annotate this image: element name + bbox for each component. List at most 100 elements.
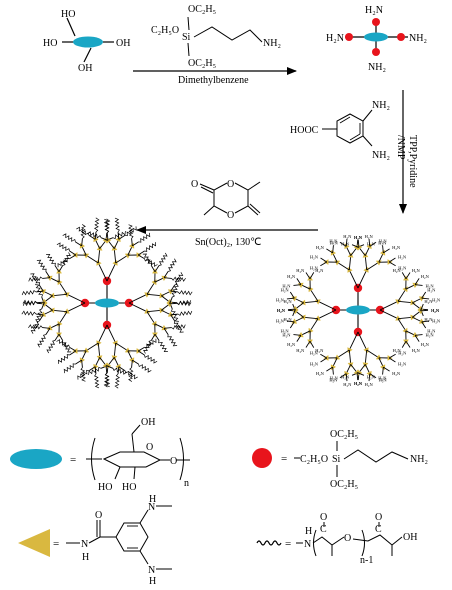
branch-triangle (363, 347, 369, 353)
pla-chain (87, 231, 102, 239)
branch-bond (421, 321, 427, 329)
branch-triangle (167, 289, 174, 295)
branch-bond (132, 359, 139, 365)
branch-bond (379, 309, 399, 320)
branch-bond (357, 239, 360, 248)
branch-bond (364, 364, 371, 374)
branch-bond (66, 302, 86, 313)
hydroxyl-label: HO (61, 9, 75, 20)
branch-bond (85, 254, 99, 264)
terminal-amine: H₂N (378, 376, 387, 381)
terminal-amine: H₂N (392, 371, 401, 376)
pla-chain (125, 226, 137, 237)
terminal-amine: H₂N (426, 284, 435, 289)
silane-top-group: OC₂H₅ (188, 4, 216, 15)
branch-bond (161, 295, 170, 303)
repeat-subscript: n-1 (360, 555, 373, 566)
terminal-amine: H₂N (284, 317, 293, 322)
branch-bond (113, 239, 120, 249)
branch-bond (356, 372, 359, 381)
silane-reagent: OC₂H₅ C₂H₅O Si OC₂H₅ NH₂ (151, 4, 281, 69)
amine-label: NH₂ (409, 33, 427, 44)
branch-bond (345, 246, 352, 256)
pla-chain (128, 224, 134, 239)
branch-bond (45, 271, 51, 278)
terminal-amine: H₂N (341, 374, 350, 379)
hydroxyl-label: HO (122, 482, 136, 493)
branch-triangle (308, 286, 314, 293)
branch-bond (154, 333, 160, 341)
branch-triangle (417, 309, 424, 315)
branch-triangle (79, 357, 85, 364)
amide-oxygen: O (95, 510, 102, 521)
amide-nitrogen-top: N (148, 502, 155, 513)
step2-label-line2: /NMP (395, 135, 406, 160)
branch-bond (54, 333, 60, 341)
pla-chain (168, 258, 177, 272)
terminal-amine: H₂N (277, 308, 286, 313)
terminal-amine: H₂N (412, 268, 421, 273)
branch-bond (69, 346, 77, 352)
silane-left-group: C₂H₅O (151, 25, 179, 36)
pla-chain (30, 320, 40, 334)
branch-bond (170, 284, 176, 292)
branch-bond (332, 357, 338, 368)
branch-bond (35, 290, 44, 293)
core-ellipse (95, 298, 119, 308)
terminal-amine: H₂N (329, 377, 338, 382)
branch-bond (289, 321, 295, 329)
branch-bond (66, 293, 86, 304)
branch-bond (127, 350, 133, 361)
branch-bond (296, 278, 302, 285)
branch-bond (106, 324, 117, 344)
aminated-core: H₂N H₂N NH₂ NH₂ (326, 5, 427, 73)
branch-bond (81, 360, 83, 368)
branch-bond (364, 255, 368, 271)
amine-label: NH₂ (372, 100, 390, 111)
branch-bond (69, 350, 77, 356)
branch-bond (99, 240, 107, 249)
amine-label: H₂N (326, 33, 344, 44)
branch-triangle (334, 260, 341, 266)
branch-triangle (334, 354, 341, 360)
branch-triangle (129, 242, 135, 249)
branch-triangle (375, 354, 382, 360)
pla-carbonyl-oxygen: O (320, 512, 327, 523)
branch-triangle (412, 332, 419, 338)
branch-bond (339, 373, 347, 379)
branch-bond (317, 309, 337, 320)
branch-bond (364, 349, 368, 365)
silane-bottom-group: OC₂H₅ (188, 58, 216, 69)
branch-triangle (347, 347, 353, 353)
branch-triangle (93, 363, 99, 370)
branch-triangle (112, 340, 118, 346)
pla-chain (36, 259, 47, 272)
branch-bond (415, 334, 423, 336)
terminal-amine: H₂N (296, 268, 305, 273)
pla-chain (46, 340, 56, 354)
branch-bond (309, 318, 319, 332)
silane-si: Si (182, 32, 191, 43)
terminal-amine: H₂N (282, 332, 291, 337)
branch-bond (52, 309, 68, 313)
pla-carbon: C (375, 524, 382, 535)
branch-triangle (102, 362, 108, 369)
branch-bond (52, 293, 68, 297)
pla-chain (114, 217, 120, 233)
branch-bond (300, 330, 311, 336)
terminal-amine: H₂N (276, 319, 285, 324)
branch-bond (100, 237, 109, 241)
amide-nitrogen: N (81, 539, 88, 550)
silane-amine: NH₂ (410, 454, 428, 465)
pla-chain (142, 253, 153, 266)
branch-bond (146, 293, 162, 297)
pla-chain (93, 217, 100, 233)
pla-chain (144, 354, 158, 364)
terminal-amine: H₂N (427, 287, 436, 292)
branch-bond (336, 261, 350, 271)
branch-bond (320, 261, 328, 267)
branch-bond (137, 346, 145, 352)
pla-chain (171, 276, 186, 282)
amide-hydrogen: H (82, 552, 89, 563)
branch-bond (388, 353, 396, 359)
